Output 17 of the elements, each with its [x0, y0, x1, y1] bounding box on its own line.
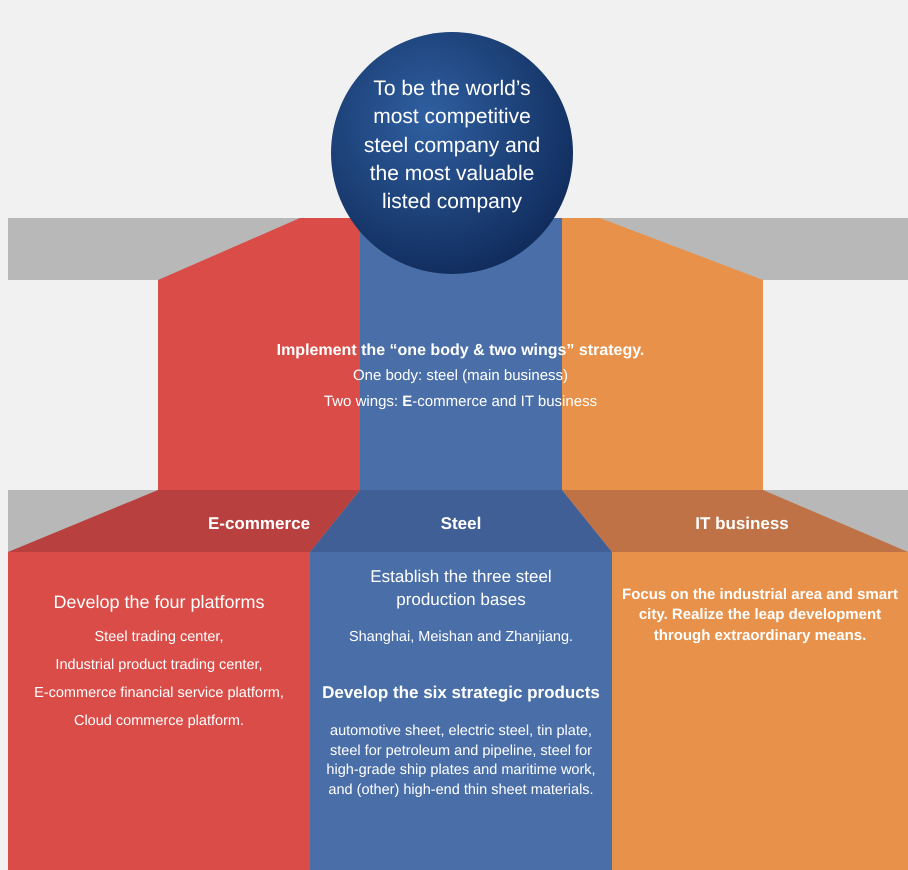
list-item: Industrial product trading center,: [54, 656, 264, 675]
section-heading: Develop the four platforms: [52, 591, 266, 614]
section-heading: Develop the six strategic products: [321, 682, 601, 704]
body-text: automotive sheet, electric steel, tin plate, steel for petroleum and pipeline, steel for high-grade ship plates and maritime work, and (other) high-end thin sheet materials.: [325, 722, 597, 800]
body-text: Shanghai, Meishan and Zhanjiang.: [348, 628, 574, 647]
column-heading: IT business: [694, 513, 790, 535]
list-item: E-commerce financial service platform,: [33, 684, 285, 703]
column-heading: Steel: [440, 513, 482, 535]
strategy-pillar: [158, 218, 763, 490]
section-heading: Establish the three steel production bases: [369, 566, 553, 611]
pillar-column: [310, 490, 612, 870]
list-item: Cloud commerce platform.: [72, 712, 246, 731]
list-item: Steel trading center,: [94, 628, 224, 647]
goal-circle: [330, 31, 574, 275]
goal-text: To be the world’s most competitive steel company and the most valuable listed company: [362, 76, 542, 216]
column-heading: E-commerce: [206, 513, 312, 535]
body-text: Focus on the industrial area and smart city. Realize the leap development through extraordinary means.: [621, 585, 899, 646]
